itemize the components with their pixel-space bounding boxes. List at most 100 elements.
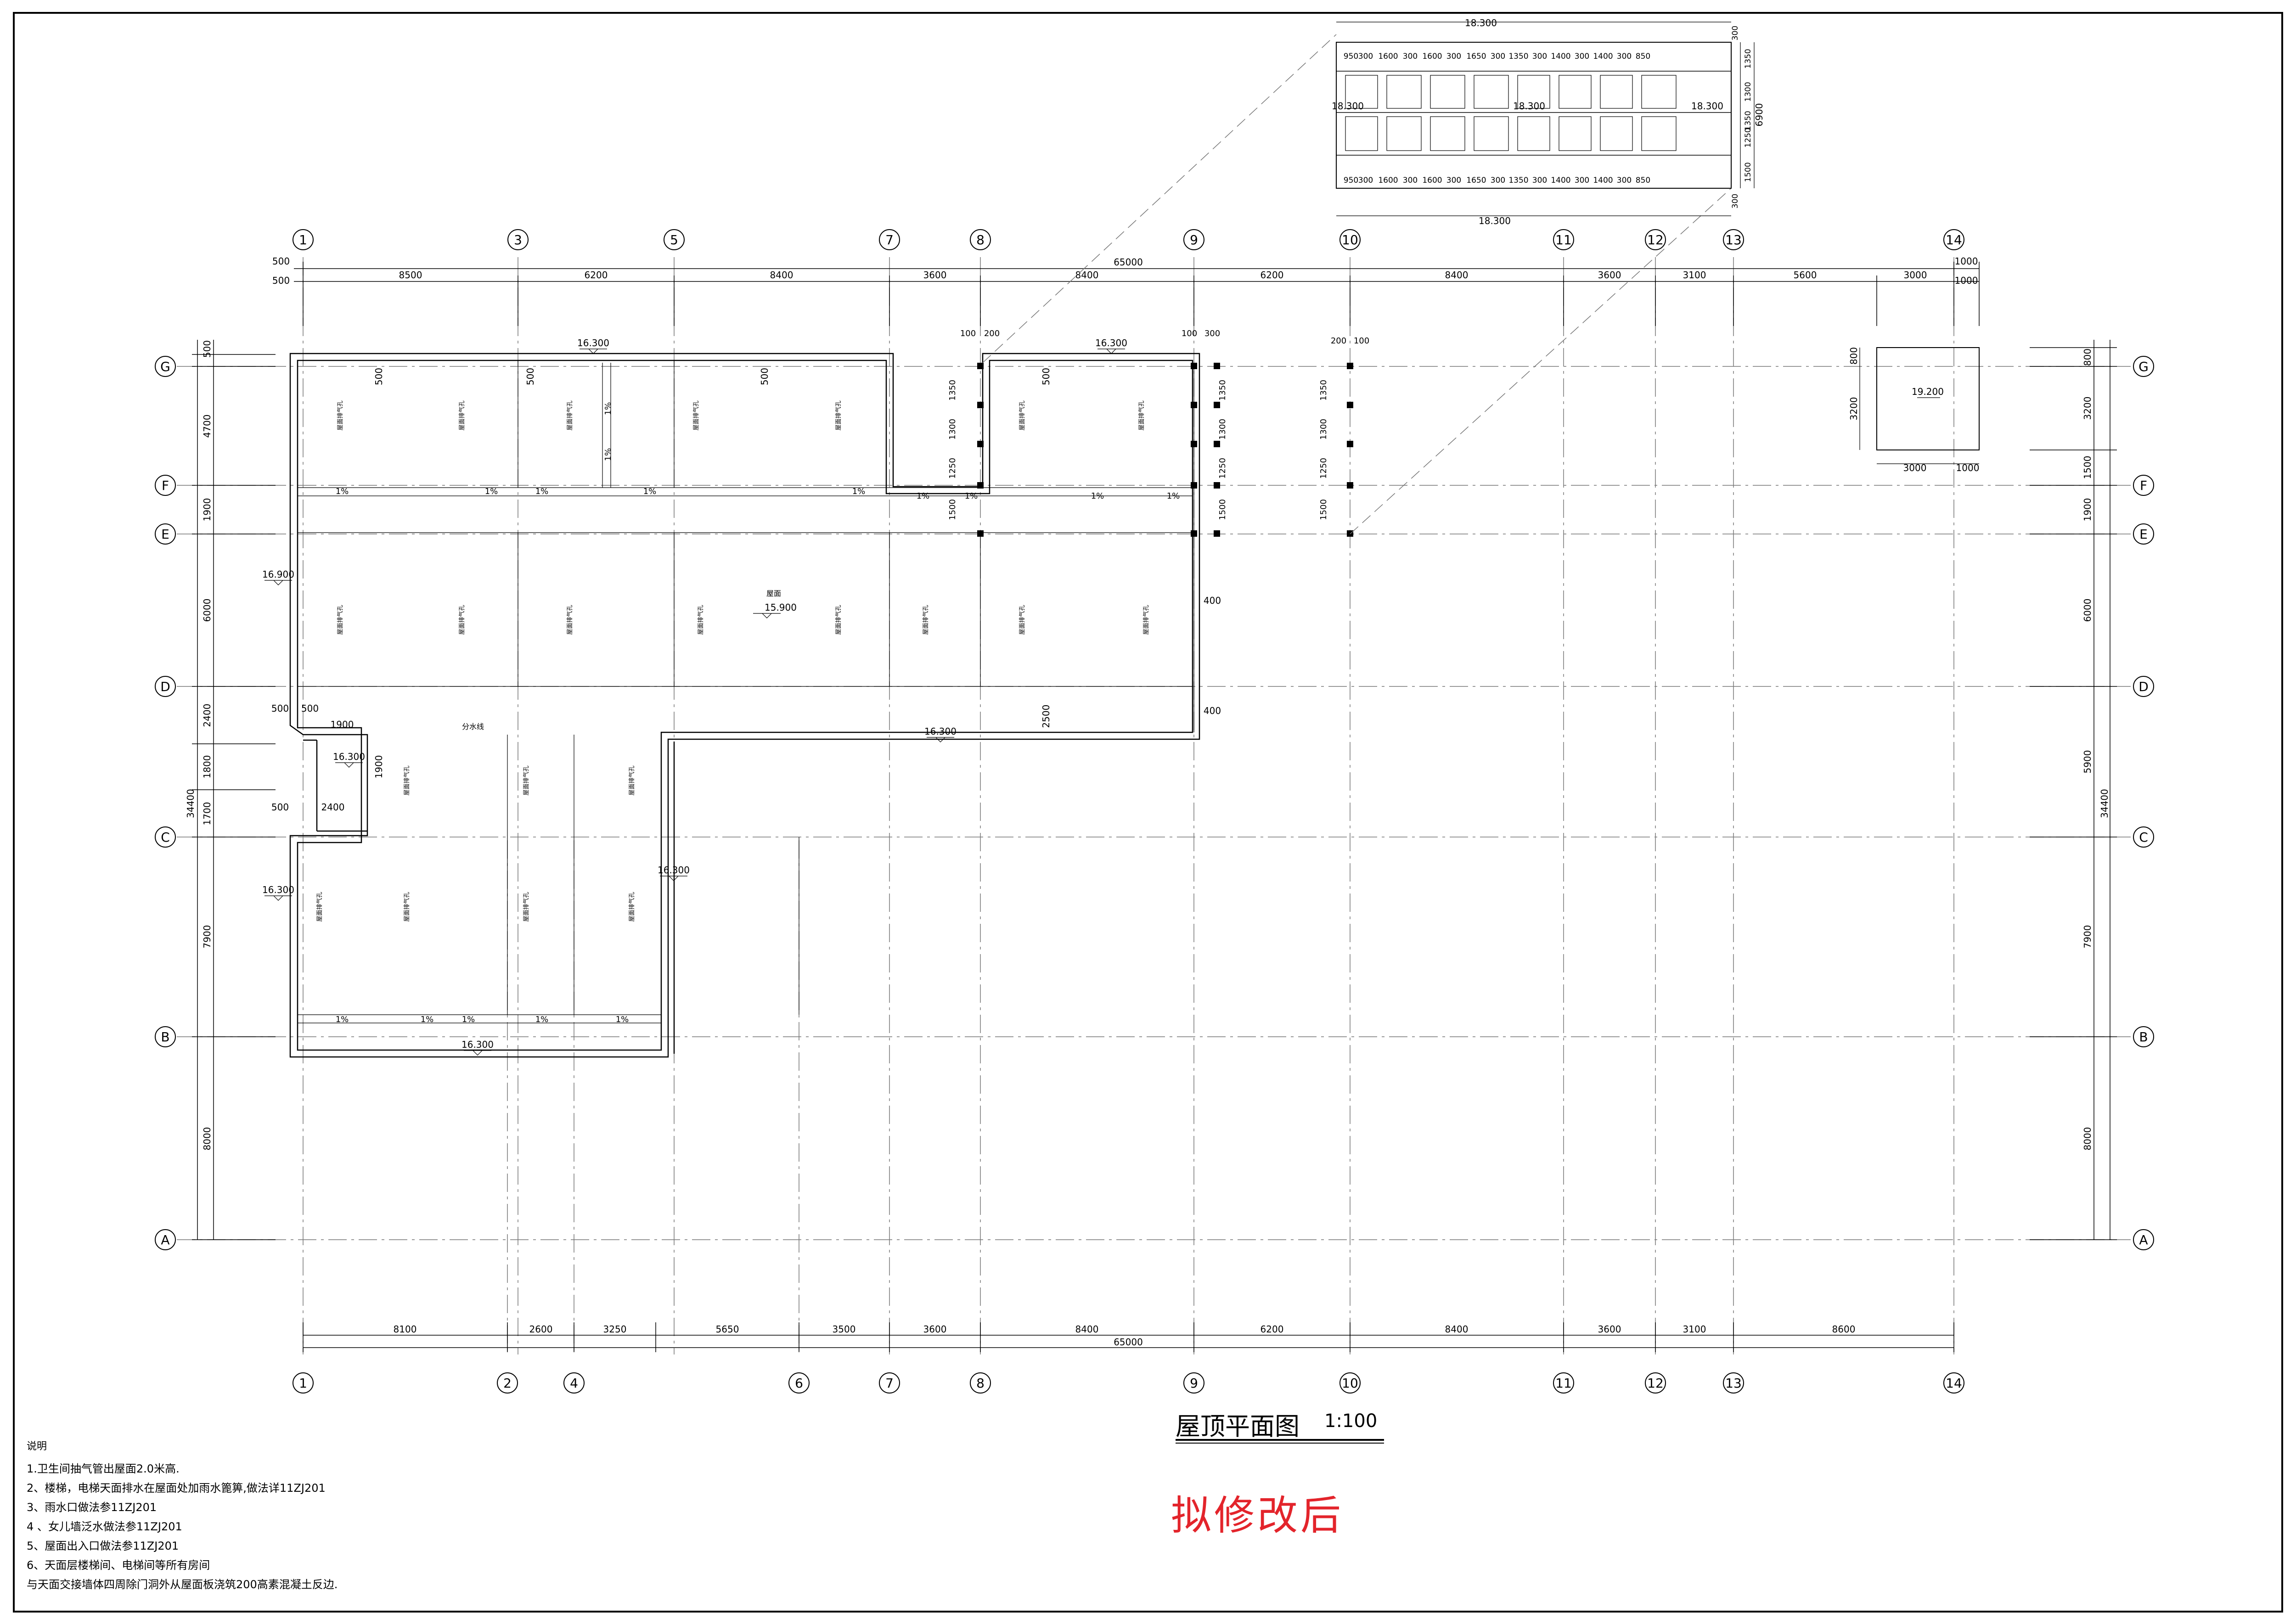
dim-value: 3200 — [2082, 397, 2093, 420]
axis-bubble: 8 — [970, 229, 991, 250]
dim-value: 6200 — [1261, 1324, 1284, 1335]
dim-value: 500 — [202, 340, 213, 358]
dim-value: 1400 — [1593, 52, 1613, 61]
dim-value: 65000 — [1114, 257, 1143, 268]
slope-label: 1% — [616, 1015, 629, 1024]
svg-text:16.300: 16.300 — [262, 884, 294, 895]
vent-label: 屋面排气孔 — [403, 892, 411, 922]
dim-value: 1650 — [1466, 176, 1486, 185]
axis-bubble: 6 — [788, 1372, 810, 1394]
axis-bubble: 2 — [497, 1372, 518, 1394]
axis-label: 7 — [885, 1376, 894, 1391]
axis-label: F — [162, 478, 169, 493]
vent-label: 屋面排气孔 — [523, 765, 530, 795]
dim-value: 850 — [1636, 52, 1650, 61]
svg-text:15.900: 15.900 — [765, 602, 797, 613]
dim-value: 300 — [1617, 176, 1632, 185]
dim-value: 500 — [272, 256, 290, 267]
skylight-frame — [1876, 347, 1980, 450]
axis-bubble: 11 — [1553, 229, 1574, 250]
vent-markers: 屋面排气孔 屋面排气孔 屋面排气孔 屋面排气孔 屋面排气孔 屋面排气孔 屋面排气… — [316, 400, 1150, 922]
slope-label: 1% — [336, 487, 349, 496]
dim-value: 850 — [1636, 176, 1650, 185]
elevation-mark: 16.300 — [461, 1039, 494, 1056]
dim-value: 1800 — [202, 755, 213, 779]
dim-value: 3100 — [1683, 270, 1706, 281]
slope-label: 1% — [852, 487, 866, 496]
dim-value: 2600 — [529, 1324, 553, 1335]
axis-label: E — [2139, 527, 2148, 542]
dim-value: 300 — [1403, 52, 1418, 61]
dim-value: 100 — [960, 329, 976, 338]
skylight-dim: 3000 — [1903, 462, 1927, 473]
axis-label: 9 — [1190, 1376, 1198, 1391]
detail-cell — [1517, 116, 1550, 151]
dim-value: 100 — [1354, 336, 1369, 346]
dim-value: 3600 — [923, 1324, 947, 1335]
axis-bubble: 13 — [1723, 229, 1744, 250]
vent-label: 屋面排气孔 — [628, 892, 636, 922]
dim-value: 100 — [1182, 329, 1197, 338]
dim-value: 1500 — [1744, 162, 1753, 182]
elevation-mark: 屋面 15.900 — [753, 589, 797, 618]
detail-cell — [1559, 75, 1592, 109]
bottom-axis-bubbles: 1 2 4 6 7 8 9 10 11 12 13 14 — [293, 1372, 1964, 1394]
dim-value: 400 — [1204, 595, 1221, 606]
dim-value: 300 — [1358, 52, 1373, 61]
drawing-title-block: 屋顶平面图 1:100 — [1176, 1406, 1387, 1444]
axis-bubble: E — [2133, 523, 2154, 545]
steel-columns — [977, 363, 1353, 537]
detail-cell — [1474, 75, 1509, 109]
dim-value: 500 — [271, 802, 289, 813]
dim-value: 1600 — [1378, 176, 1398, 185]
dim-value: 8400 — [1075, 1324, 1099, 1335]
note-item: 2、楼梯，电梯天面排水在屋面处加雨水篦箅,做法详11ZJ201 — [27, 1482, 326, 1495]
dim-value: 1500 — [948, 499, 957, 520]
axis-bubble: C — [2133, 826, 2154, 848]
dim-value: 2400 — [202, 704, 213, 727]
skylight: 19.200 3000 1000 800 3200 — [1848, 347, 1980, 473]
detail-cell — [1600, 75, 1633, 109]
right-dimension-text: 800 3200 1500 1900 6000 5900 7900 8000 3… — [2082, 348, 2110, 1151]
dim-value: 6200 — [1261, 270, 1284, 281]
dim-value: 1250 — [1218, 458, 1227, 479]
detail-cell — [1345, 75, 1378, 109]
vent-label: 屋面排气孔 — [316, 892, 323, 922]
dim-value: 1350 — [1508, 52, 1528, 61]
drawing-title: 屋顶平面图 — [1176, 1412, 1300, 1441]
svg-text:屋面: 屋面 — [766, 589, 781, 598]
elevation-mark: 16.300 — [924, 726, 957, 742]
axis-bubble: D — [155, 676, 176, 697]
elevation-mark: 16.300 — [262, 884, 294, 901]
dim-value: 400 — [1204, 705, 1221, 716]
detail-level: 18.300 — [1513, 101, 1545, 112]
axis-label: 6 — [795, 1376, 803, 1391]
axis-label: A — [161, 1232, 169, 1248]
svg-text:16.300: 16.300 — [1095, 337, 1127, 348]
dim-value: 34400 — [185, 789, 196, 818]
dim-value: 500 — [373, 368, 384, 385]
axis-label: 12 — [1647, 232, 1664, 247]
elevation-mark: 16.300 — [577, 337, 609, 354]
vent-label: 屋面排气孔 — [628, 765, 636, 795]
skylight-dim: 3200 — [1848, 397, 1859, 421]
dim-value: 1400 — [1551, 52, 1570, 61]
dim-value: 300 — [1204, 329, 1220, 338]
dim-value: 300 — [1446, 52, 1461, 61]
axis-label: A — [2139, 1232, 2148, 1248]
roof-partitions — [298, 360, 1194, 1023]
dim-value: 300 — [1532, 176, 1547, 185]
note-item: 与天面交接墙体四周除门洞外从屋面板浇筑200高素混凝土反边. — [27, 1578, 338, 1591]
svg-text:16.300: 16.300 — [333, 751, 365, 762]
detail-cells — [1345, 75, 1677, 151]
dim-value: 800 — [2082, 348, 2093, 366]
dim-value: 1900 — [202, 498, 213, 522]
vent-label: 屋面排气孔 — [523, 892, 530, 922]
skylight-dim: 1000 — [1956, 462, 1980, 473]
svg-text:16.900: 16.900 — [262, 569, 294, 580]
dim-value: 8400 — [1445, 270, 1469, 281]
dim-value: 1700 — [202, 802, 213, 826]
note-item: 6、天面层楼梯间、电梯间等所有房间 — [27, 1559, 210, 1572]
vent-label: 屋面排气孔 — [1142, 605, 1150, 635]
dim-value: 3500 — [833, 1324, 856, 1335]
